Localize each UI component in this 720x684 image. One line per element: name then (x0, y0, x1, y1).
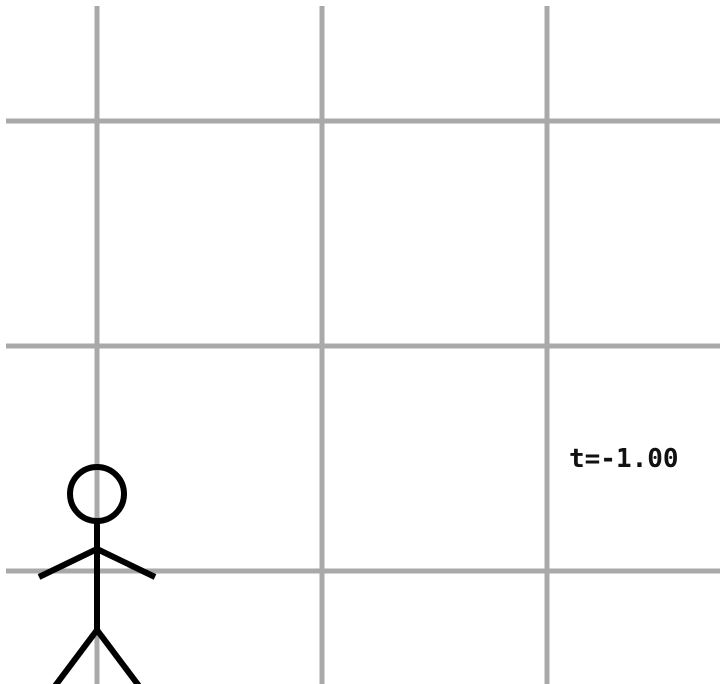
time-label: t=-1.00 (569, 444, 679, 474)
